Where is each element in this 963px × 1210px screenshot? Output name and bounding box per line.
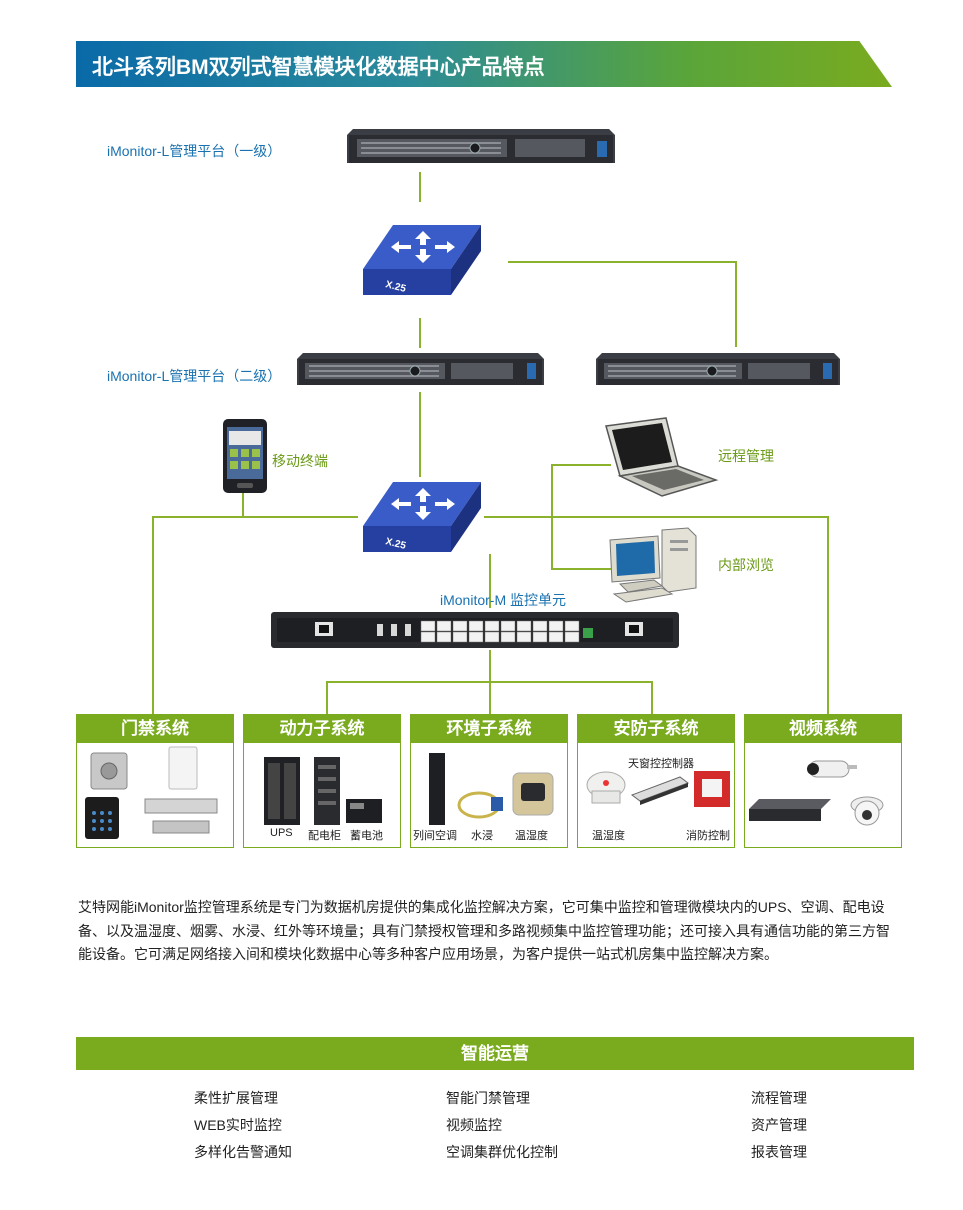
- connector-line: [551, 464, 553, 569]
- feature-item: 空调集群优化控制: [446, 1144, 558, 1160]
- connector-line: [484, 516, 828, 518]
- page-title: 北斗系列BM双列式智慧模块化数据中心产品特点: [92, 56, 545, 79]
- device-label: 水浸: [471, 830, 493, 842]
- category-title: 安防子系统: [578, 715, 734, 743]
- card-reader-icon: [168, 746, 198, 790]
- feature-item: 智能门禁管理: [446, 1090, 530, 1106]
- device-label: 蓄电池: [350, 830, 383, 842]
- connector-line: [326, 681, 328, 714]
- title-banner: [76, 41, 892, 87]
- category-environment: 环境子系统 列间空调 水浸 温湿度: [410, 714, 568, 848]
- category-title: 环境子系统: [411, 715, 567, 743]
- category-access-control: 门禁系统: [76, 714, 234, 848]
- remote-mgmt-label: 远程管理: [718, 448, 774, 464]
- feature-item: 资产管理: [751, 1117, 807, 1133]
- connector-line: [419, 172, 421, 202]
- platform-level2-label: iMonitor-L管理平台（二级）: [107, 368, 282, 384]
- nvr-icon: [749, 799, 831, 821]
- category-security: 安防子系统 天窗控控制器 温湿度 消防控制: [577, 714, 735, 848]
- ups-icon: [264, 757, 300, 825]
- connector-line: [152, 516, 154, 714]
- connector-line: [242, 492, 244, 517]
- connector-line: [551, 464, 611, 466]
- dome-camera-icon: [850, 796, 884, 826]
- description-paragraph: 艾特网能iMonitor监控管理系统是专门为数据机房提供的集成化监控解决方案，它…: [78, 899, 890, 962]
- battery-icon: [346, 799, 382, 823]
- switch-label: X.25: [384, 279, 407, 295]
- temp-humidity-sensor-icon: [512, 772, 554, 816]
- connector-line: [735, 261, 737, 347]
- in-row-ac-icon: [429, 753, 445, 825]
- feature-item: 视频监控: [446, 1117, 502, 1133]
- server-level1-icon: [347, 129, 615, 163]
- desktop-pc-icon: [609, 527, 697, 603]
- connector-line: [827, 516, 829, 714]
- feature-item: 柔性扩展管理: [194, 1090, 278, 1106]
- device-label: 列间空调: [413, 830, 457, 842]
- feature-item: 多样化告警通知: [194, 1144, 292, 1160]
- mobile-phone-icon: [223, 419, 267, 493]
- connector-line: [489, 554, 491, 608]
- smoke-detector-icon: [586, 771, 626, 804]
- exit-button-icon: [90, 752, 128, 790]
- monitor-unit-label: iMonitor-M 监控单元: [440, 592, 567, 608]
- connector-line: [152, 516, 358, 518]
- water-leak-sensor-icon: [457, 791, 503, 819]
- feature-item: 流程管理: [751, 1090, 807, 1106]
- distribution-cabinet-icon: [314, 757, 340, 825]
- connector-line: [651, 681, 653, 714]
- device-label: 消防控制: [686, 830, 730, 842]
- device-label: 天窗控控制器: [628, 758, 694, 770]
- bullet-camera-icon: [807, 760, 857, 778]
- connector-line: [489, 681, 491, 714]
- connector-line: [551, 568, 611, 570]
- switch-label: X.25: [384, 536, 407, 552]
- category-title: 门禁系统: [77, 715, 233, 743]
- ops-section-title: 智能运营: [76, 1037, 914, 1070]
- server-right-icon: [596, 353, 840, 385]
- magnetic-lock-icon: [144, 798, 218, 834]
- connector-line: [508, 261, 736, 263]
- skylight-controller-icon: [630, 776, 690, 805]
- monitor-unit-device-icon: [271, 612, 679, 648]
- fire-control-icon: [694, 771, 730, 807]
- connector-line: [419, 318, 421, 348]
- mobile-terminal-label: 移动终端: [272, 453, 328, 469]
- keypad-icon: [85, 797, 119, 839]
- connector-line: [419, 392, 421, 477]
- laptop-icon: [605, 417, 719, 497]
- server-level2-icon: [297, 353, 544, 385]
- device-label: 温湿度: [592, 830, 625, 842]
- category-video: 视频系统: [744, 714, 902, 848]
- feature-item: WEB实时监控: [194, 1117, 282, 1133]
- category-power: 动力子系统 UPS 配电柜 蓄电池: [243, 714, 401, 848]
- internal-browse-label: 内部浏览: [718, 557, 774, 573]
- connector-line: [489, 650, 491, 682]
- device-label: 配电柜: [308, 830, 341, 842]
- switch-icon: X.25: [363, 225, 481, 295]
- platform-level1-label: iMonitor-L管理平台（一级）: [107, 143, 282, 159]
- device-label: UPS: [270, 827, 293, 839]
- category-title: 视频系统: [745, 715, 901, 743]
- switch-icon: X.25: [363, 482, 481, 552]
- category-title: 动力子系统: [244, 715, 400, 743]
- device-label: 温湿度: [515, 830, 548, 842]
- feature-item: 报表管理: [751, 1144, 807, 1160]
